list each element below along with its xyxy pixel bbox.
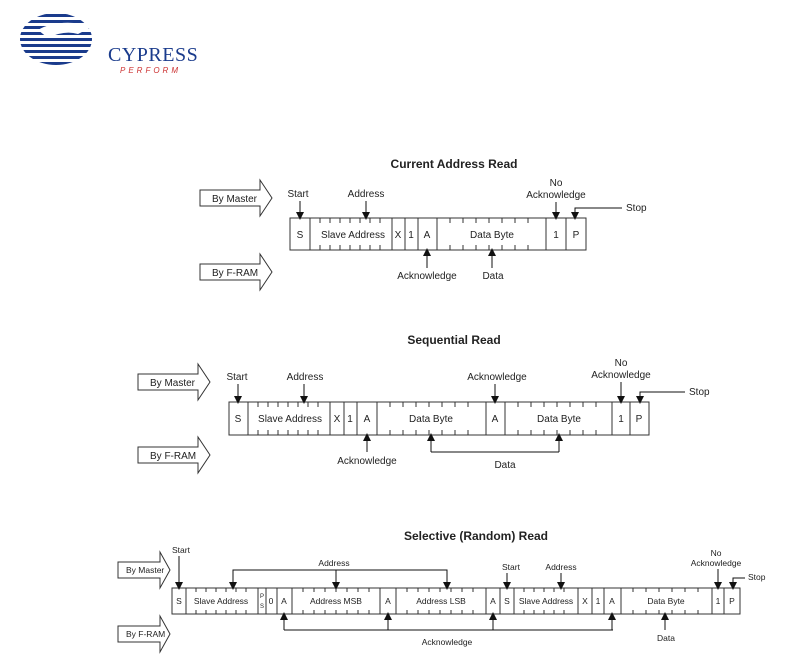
- by-master-arrow-3: By Master: [117, 550, 171, 590]
- stop-label-2: Stop: [689, 387, 710, 398]
- no-label-2: No: [615, 358, 628, 369]
- start-label-3: Start: [172, 545, 191, 555]
- cell-data-byte-1: Data Byte: [409, 414, 453, 425]
- cell-p: P: [573, 230, 580, 241]
- cell-x: X: [582, 596, 588, 606]
- ack-label-3: Acknowledge: [422, 637, 473, 647]
- by-fram-arrow-3: By F-RAM: [117, 614, 171, 654]
- cell-x: X: [334, 414, 341, 425]
- by-master-label-2: By Master: [150, 378, 196, 389]
- by-master-label: By Master: [212, 194, 258, 205]
- data-label: Data: [482, 271, 504, 282]
- start-label-4: Start: [502, 562, 521, 572]
- cell-data-byte-2: Data Byte: [537, 414, 581, 425]
- cell-ps-s: S: [260, 604, 264, 610]
- diagram1-frame: [289, 217, 587, 251]
- by-master-label-3: By Master: [126, 565, 164, 575]
- diagram2-frame: [228, 401, 650, 436]
- cell-a: A: [424, 230, 431, 241]
- no-label: No: [550, 178, 563, 189]
- cell-one-b: 1: [618, 414, 624, 425]
- logo-tagline: PERFORM: [120, 66, 181, 75]
- address-label: Address: [348, 189, 385, 200]
- cell-ps-p: P: [260, 594, 264, 600]
- cell-a4: A: [609, 596, 615, 606]
- diagram3-frame: [171, 587, 741, 615]
- cell-address-msb: Address MSB: [310, 596, 362, 606]
- cell-one: 1: [408, 230, 414, 241]
- cell-a1: A: [281, 596, 287, 606]
- cell-a1: A: [364, 414, 371, 425]
- data-label-2: Data: [494, 460, 516, 471]
- stop-label: Stop: [626, 203, 647, 214]
- by-fram-label-2: By F-RAM: [150, 451, 196, 462]
- data-label-3: Data: [657, 633, 675, 643]
- no-ack-label-3: Acknowledge: [691, 558, 742, 568]
- by-master-arrow: By Master: [199, 178, 273, 218]
- start-label: Start: [287, 189, 308, 200]
- current-address-read-diagram: Current Address Read By Master By F-RAM …: [199, 157, 647, 292]
- cell-slave-address: Slave Address: [194, 596, 248, 606]
- cell-one-b: 1: [716, 596, 721, 606]
- address-top-label: Address: [318, 558, 349, 568]
- diagram1-title: Current Address Read: [391, 157, 518, 171]
- sequential-read-diagram: Sequential Read By Master By F-RAM S Sla…: [137, 333, 710, 475]
- cell-one-b: 1: [553, 230, 559, 241]
- cell-zero: 0: [269, 596, 274, 606]
- cell-one: 1: [347, 414, 353, 425]
- address-label-2: Address: [287, 372, 324, 383]
- logo-name: CYPRESS: [108, 44, 199, 66]
- cell-data-byte: Data Byte: [647, 596, 685, 606]
- ack-top-label: Acknowledge: [467, 372, 527, 383]
- cell-one: 1: [596, 596, 601, 606]
- cell-p: P: [729, 596, 735, 606]
- by-fram-arrow-2: By F-RAM: [137, 435, 211, 475]
- cell-slave-address: Slave Address: [258, 414, 322, 425]
- cell-s2: S: [504, 596, 510, 606]
- cell-a2: A: [385, 596, 391, 606]
- ack-label: Acknowledge: [397, 271, 457, 282]
- by-fram-label-3: By F-RAM: [126, 629, 165, 639]
- cell-x: X: [395, 230, 402, 241]
- cell-s: S: [235, 414, 242, 425]
- cell-slave-address: Slave Address: [321, 230, 385, 241]
- by-fram-label: By F-RAM: [212, 268, 258, 279]
- cell-address-lsb: Address LSB: [416, 596, 466, 606]
- no-label-3: No: [711, 548, 722, 558]
- diagram2-title: Sequential Read: [407, 333, 500, 347]
- cell-data-byte: Data Byte: [470, 230, 514, 241]
- diagram3-title: Selective (Random) Read: [404, 529, 548, 543]
- cell-a2: A: [492, 414, 499, 425]
- selective-random-read-diagram: Selective (Random) Read By Master By F-R…: [117, 529, 766, 654]
- no-ack-label: Acknowledge: [526, 190, 586, 201]
- stop-label-3: Stop: [748, 572, 766, 582]
- by-fram-arrow: By F-RAM: [199, 252, 273, 292]
- by-master-arrow-2: By Master: [137, 362, 211, 402]
- ack-bottom-label: Acknowledge: [337, 456, 397, 467]
- cell-s: S: [297, 230, 304, 241]
- cell-a3: A: [490, 596, 496, 606]
- start-label-2: Start: [226, 372, 247, 383]
- cypress-globe-icon: [20, 14, 94, 65]
- cypress-logo: CYPRESS PERFORM: [18, 8, 198, 75]
- cell-p: P: [636, 414, 643, 425]
- cell-s: S: [176, 596, 182, 606]
- cell-slave-address-2: Slave Address: [519, 596, 573, 606]
- address-label-3: Address: [545, 562, 576, 572]
- no-ack-label-2: Acknowledge: [591, 370, 651, 381]
